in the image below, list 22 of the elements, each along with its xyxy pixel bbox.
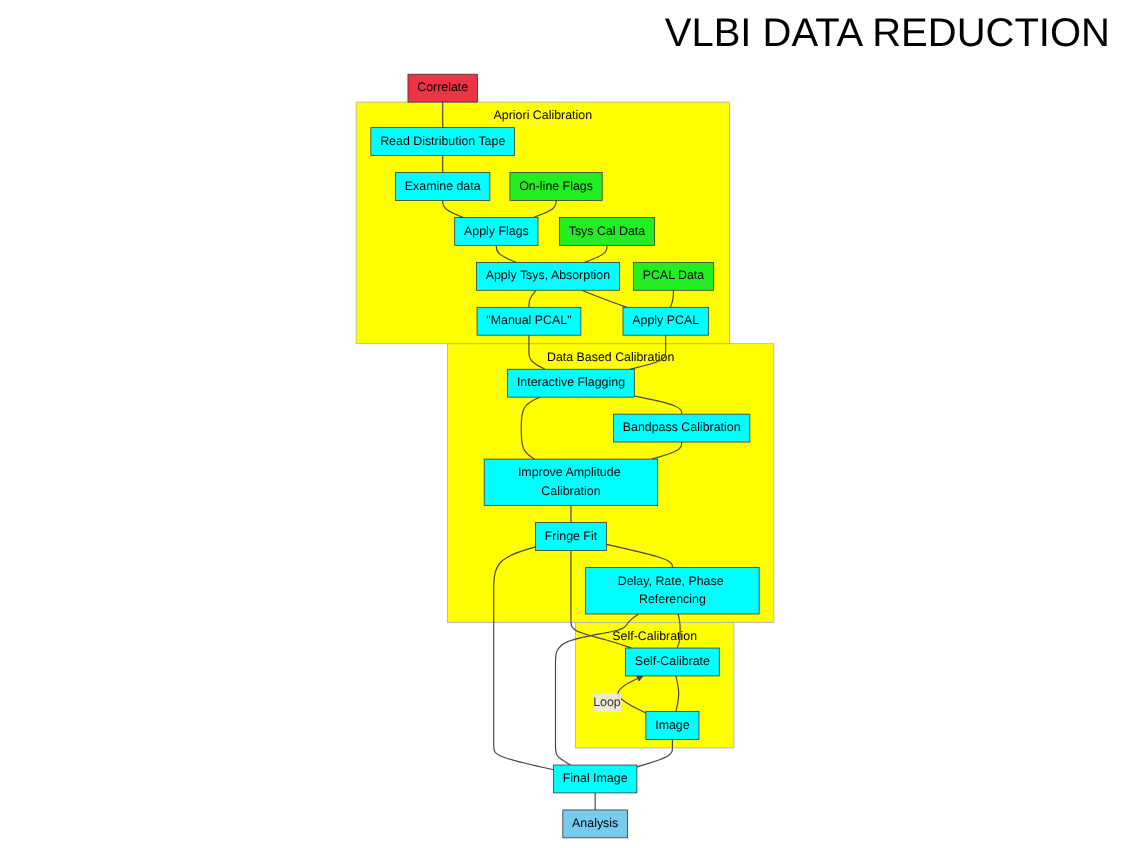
connector [528,334,546,370]
connector [442,101,444,129]
connector [636,738,673,768]
connector [570,505,572,524]
connector [676,613,681,649]
connector [605,543,673,569]
connector [651,441,683,460]
connector [520,396,541,460]
connector [532,199,557,219]
diagram-title: VLBI DATA REDUCTION [664,12,1110,58]
connector [675,675,680,713]
connector [581,289,628,308]
connector [528,289,537,308]
connector [442,199,464,219]
arrow [617,675,647,714]
connector [633,395,683,415]
connector [583,244,608,263]
connector [493,546,555,771]
connector [495,244,517,263]
connector [669,289,674,308]
connector [554,613,640,766]
connector [570,549,633,649]
